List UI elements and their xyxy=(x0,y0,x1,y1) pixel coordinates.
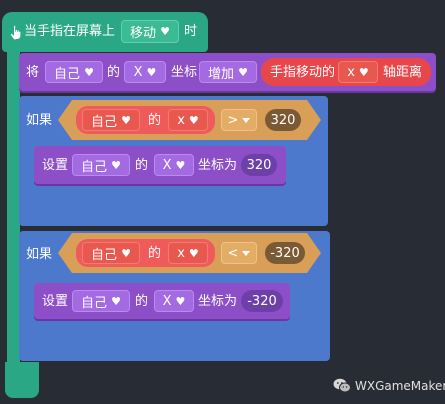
chevron-down-icon: ♥ xyxy=(121,246,131,260)
chevron-down-icon: ♥ xyxy=(238,65,248,79)
if2-set-target-value: 自己 xyxy=(81,295,108,311)
if1-set-axis-dropdown[interactable]: X♥ xyxy=(154,154,194,176)
chevron-down-icon: ♥ xyxy=(146,65,157,79)
move-mode-value: 增加 xyxy=(208,66,235,82)
if1-set-target-dropdown[interactable]: 自己♥ xyxy=(72,154,130,176)
if2-label: 如果 xyxy=(26,247,53,262)
reporter-label: 手指移动的 xyxy=(270,65,336,80)
move-mode-dropdown[interactable]: 增加♥ xyxy=(199,61,257,83)
if2-target-dropdown[interactable]: 自己♥ xyxy=(82,242,140,264)
hand-pointer-icon xyxy=(9,24,23,40)
chevron-down-icon: ♥ xyxy=(175,158,186,172)
event-action-dropdown[interactable]: 移动♥ xyxy=(121,20,179,43)
if1-set-of: 的 xyxy=(135,158,149,173)
move-axis-value: X xyxy=(133,64,143,80)
reporter-suffix: 轴距离 xyxy=(383,65,423,80)
if2-set-of: 的 xyxy=(135,294,149,309)
move-target-value: 自己 xyxy=(54,66,81,82)
move-attr: 坐标 xyxy=(171,65,198,80)
if1-of: 的 xyxy=(148,113,162,128)
if2-set-target-dropdown[interactable]: 自己♥ xyxy=(72,290,130,312)
chevron-down-icon: ♥ xyxy=(84,65,94,79)
wechat-icon xyxy=(333,377,351,393)
chevron-down-icon: ♥ xyxy=(111,158,121,172)
chevron-down-icon: ♥ xyxy=(188,113,199,127)
if1-set-target-value: 自己 xyxy=(81,159,108,175)
if1-set-axis-value: X xyxy=(162,157,172,173)
chevron-down-icon: ♥ xyxy=(160,25,170,38)
if1-target-value: 自己 xyxy=(91,114,118,130)
chevron-down-icon xyxy=(242,117,251,123)
if2-compare-value[interactable]: -320 xyxy=(265,242,305,264)
if2-set-prefix: 设置 xyxy=(42,294,69,309)
event-block-spine xyxy=(7,50,20,368)
watermark-text: WXGameMaker xyxy=(355,379,445,393)
if2-operator-dropdown[interactable]: < xyxy=(221,242,257,264)
if1-operator-value: > xyxy=(227,112,239,128)
event-action-value: 移动 xyxy=(130,26,157,41)
chevron-down-icon: ♥ xyxy=(111,294,121,308)
if1-target-dropdown[interactable]: 自己♥ xyxy=(82,109,140,131)
if2-of: 的 xyxy=(148,246,162,261)
chevron-down-icon: ♥ xyxy=(175,294,186,308)
if1-prop-value: x xyxy=(177,112,185,128)
if2-prop-value: x xyxy=(177,245,185,261)
if2-operator-value: < xyxy=(227,245,239,261)
if2-prop-dropdown[interactable]: x♥ xyxy=(168,242,208,264)
if1-set-value[interactable]: 320 xyxy=(241,154,277,176)
move-target-dropdown[interactable]: 自己♥ xyxy=(45,61,103,83)
chevron-down-icon: ♥ xyxy=(121,113,131,127)
if2-target-value: 自己 xyxy=(91,247,118,263)
event-suffix: 时 xyxy=(184,24,198,39)
reporter-axis-dropdown[interactable]: x♥ xyxy=(338,61,378,83)
if1-set-attr: 坐标为 xyxy=(198,158,238,173)
if1-operator-dropdown[interactable]: > xyxy=(221,109,257,131)
if1-compare-value[interactable]: 320 xyxy=(265,109,301,131)
if2-set-attr: 坐标为 xyxy=(198,294,238,309)
event-label: 当手指在屏幕上 xyxy=(24,24,116,39)
if2-set-axis-value: X xyxy=(162,293,172,309)
event-block-foot xyxy=(5,362,39,398)
chevron-down-icon: ♥ xyxy=(358,65,369,79)
if2-set-value[interactable]: -320 xyxy=(241,290,283,312)
if1-prop-dropdown[interactable]: x♥ xyxy=(168,109,208,131)
if1-label: 如果 xyxy=(26,113,53,128)
move-axis-dropdown[interactable]: X♥ xyxy=(124,61,166,83)
chevron-down-icon xyxy=(242,250,251,256)
move-of: 的 xyxy=(107,65,121,80)
if2-set-axis-dropdown[interactable]: X♥ xyxy=(154,290,194,312)
chevron-down-icon: ♥ xyxy=(188,246,199,260)
reporter-axis-value: x xyxy=(347,64,355,80)
move-prefix: 将 xyxy=(26,65,40,80)
if1-set-prefix: 设置 xyxy=(42,158,69,173)
